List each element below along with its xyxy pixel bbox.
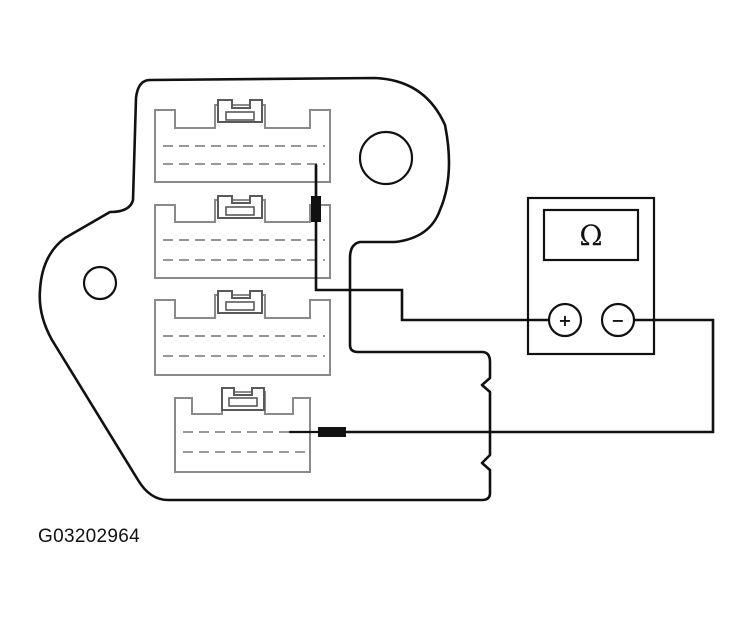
negative-sign: −: [611, 311, 624, 330]
figure-id: G03202964: [38, 526, 141, 547]
ohmmeter-display: [542, 208, 640, 262]
connector-1: [154, 99, 331, 183]
ohmmeter: Ω + −: [526, 196, 656, 356]
mounting-hole-small: [82, 265, 118, 301]
connector-4: [174, 387, 311, 473]
mounting-hole-large: [358, 130, 414, 186]
ohm-symbol: Ω: [579, 219, 602, 252]
negative-test-lead: [288, 318, 715, 437]
negative-probe: [318, 427, 346, 437]
positive-test-lead: [311, 163, 549, 322]
positive-sign: +: [558, 311, 571, 330]
connector-3: [154, 290, 331, 376]
positive-probe: [311, 196, 321, 222]
connector-2: [154, 195, 331, 279]
